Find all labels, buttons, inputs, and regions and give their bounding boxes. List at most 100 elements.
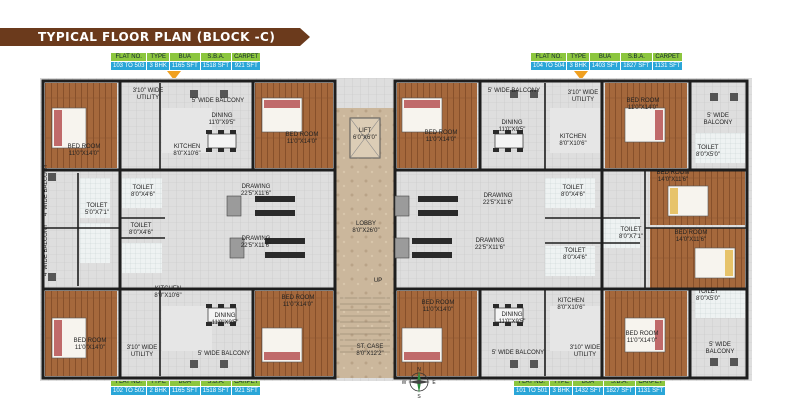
room-name: BED ROOM: [421, 300, 455, 306]
spec-column: S.B.A.1827 SFT: [604, 378, 635, 395]
room-name: 3'10" WIDE: [132, 88, 164, 94]
side-balcony-label: 4' WIDE BALCONY: [43, 223, 49, 276]
room-size: 11'0"X9'5": [208, 120, 236, 126]
room-name: 5' WIDE: [709, 342, 731, 348]
room-name: BED ROOM: [73, 338, 107, 344]
room-name: LOBBY: [355, 221, 376, 227]
spec-header: TYPE: [550, 378, 572, 386]
spec-header: BUA: [572, 378, 604, 386]
spec-header: S.B.A.: [604, 378, 635, 386]
room-size: UTILITY: [571, 97, 595, 103]
spec-header: FLAT NO.: [514, 378, 550, 386]
room-name: UP: [373, 278, 383, 284]
room-name: 5' WIDE BALCONY: [191, 98, 245, 104]
room-size: 11'0"X14'0": [627, 105, 659, 111]
spec-value: 102 TO 502: [111, 387, 147, 395]
room-name: BED ROOM: [424, 130, 458, 136]
entry-arrow-top-right: [574, 71, 588, 80]
spec-header: CARPET: [652, 53, 683, 61]
spec-value: 101 TO 501: [514, 387, 550, 395]
room-name: DRAWING: [475, 238, 505, 244]
room-size: BALCONY: [703, 120, 733, 126]
toilet-floor: [80, 178, 110, 218]
room-name: BED ROOM: [674, 230, 708, 236]
spec-value: 1518 SFT: [200, 62, 232, 70]
room-size: 11'0"X14'0": [286, 139, 318, 145]
room-size: 14'0"X11'6": [675, 237, 707, 243]
spec-column: S.B.A.1518 SFT: [200, 378, 232, 395]
spec-value: 3 BHK: [147, 62, 169, 70]
room-size: 8'0"X26'0": [352, 228, 380, 234]
page-title: TYPICAL FLOOR PLAN (BLOCK -C): [38, 30, 276, 44]
kitchen-floor: [550, 306, 600, 351]
room-size: 11'0"X14'0": [282, 302, 314, 308]
room-name: 5' WIDE BALCONY: [487, 88, 541, 94]
spec-header: CARPET: [232, 53, 261, 61]
room-size: 5'0"X7'1": [85, 210, 109, 216]
room-name: TOILET: [620, 227, 642, 233]
compass-icon: N S W E: [402, 367, 436, 399]
room-name: 3'10" WIDE: [567, 90, 599, 96]
kitchen-floor: [162, 108, 212, 153]
spec-value: 1403 SFT: [589, 62, 621, 70]
spec-column: FLAT NO.102 TO 502: [111, 378, 147, 395]
toilet-floor: [122, 243, 162, 273]
room-size: 11'0"X9'5": [498, 127, 526, 133]
spec-value: 1432 SFT: [572, 387, 604, 395]
side-balcony-label: 4' WIDE BALCONY: [43, 163, 49, 216]
room-size: 8'0"X10'6": [154, 293, 182, 299]
spec-header: FLAT NO.: [111, 53, 147, 61]
spec-value: 3 BHK: [567, 62, 589, 70]
toilet-floor: [695, 288, 745, 318]
room-size: 11'0"X14'0": [422, 307, 454, 313]
room-size: 11'0"X9'5": [211, 320, 239, 326]
room-name: BED ROOM: [656, 170, 690, 176]
toilet-floor: [122, 178, 162, 208]
entry-arrow-top-left: [167, 71, 181, 80]
spec-column: S.B.A.1827 SFT: [621, 53, 652, 70]
room-label-up: UP: [374, 278, 382, 285]
spec-header: CARPET: [232, 378, 261, 386]
room-size: 8'0"X12'2": [356, 351, 384, 357]
room-size: 22'5"X11'6": [474, 245, 506, 251]
kitchen-floor: [162, 306, 212, 351]
room-size: 8'0"X4'6": [561, 192, 585, 198]
compass-e: E: [432, 380, 436, 386]
room-name: DINING: [211, 113, 233, 119]
room-size: 8'0"X10'6": [173, 151, 201, 157]
spec-value: 921 SFT: [232, 62, 261, 70]
room-size: 11'0"X14'0": [425, 137, 457, 143]
room-size: 8'0"X4'6": [563, 255, 587, 261]
spec-header: S.B.A.: [200, 378, 232, 386]
room-name: BED ROOM: [67, 144, 101, 150]
room-name: BED ROOM: [281, 295, 315, 301]
room-size: 8'0"X4'6": [129, 230, 153, 236]
